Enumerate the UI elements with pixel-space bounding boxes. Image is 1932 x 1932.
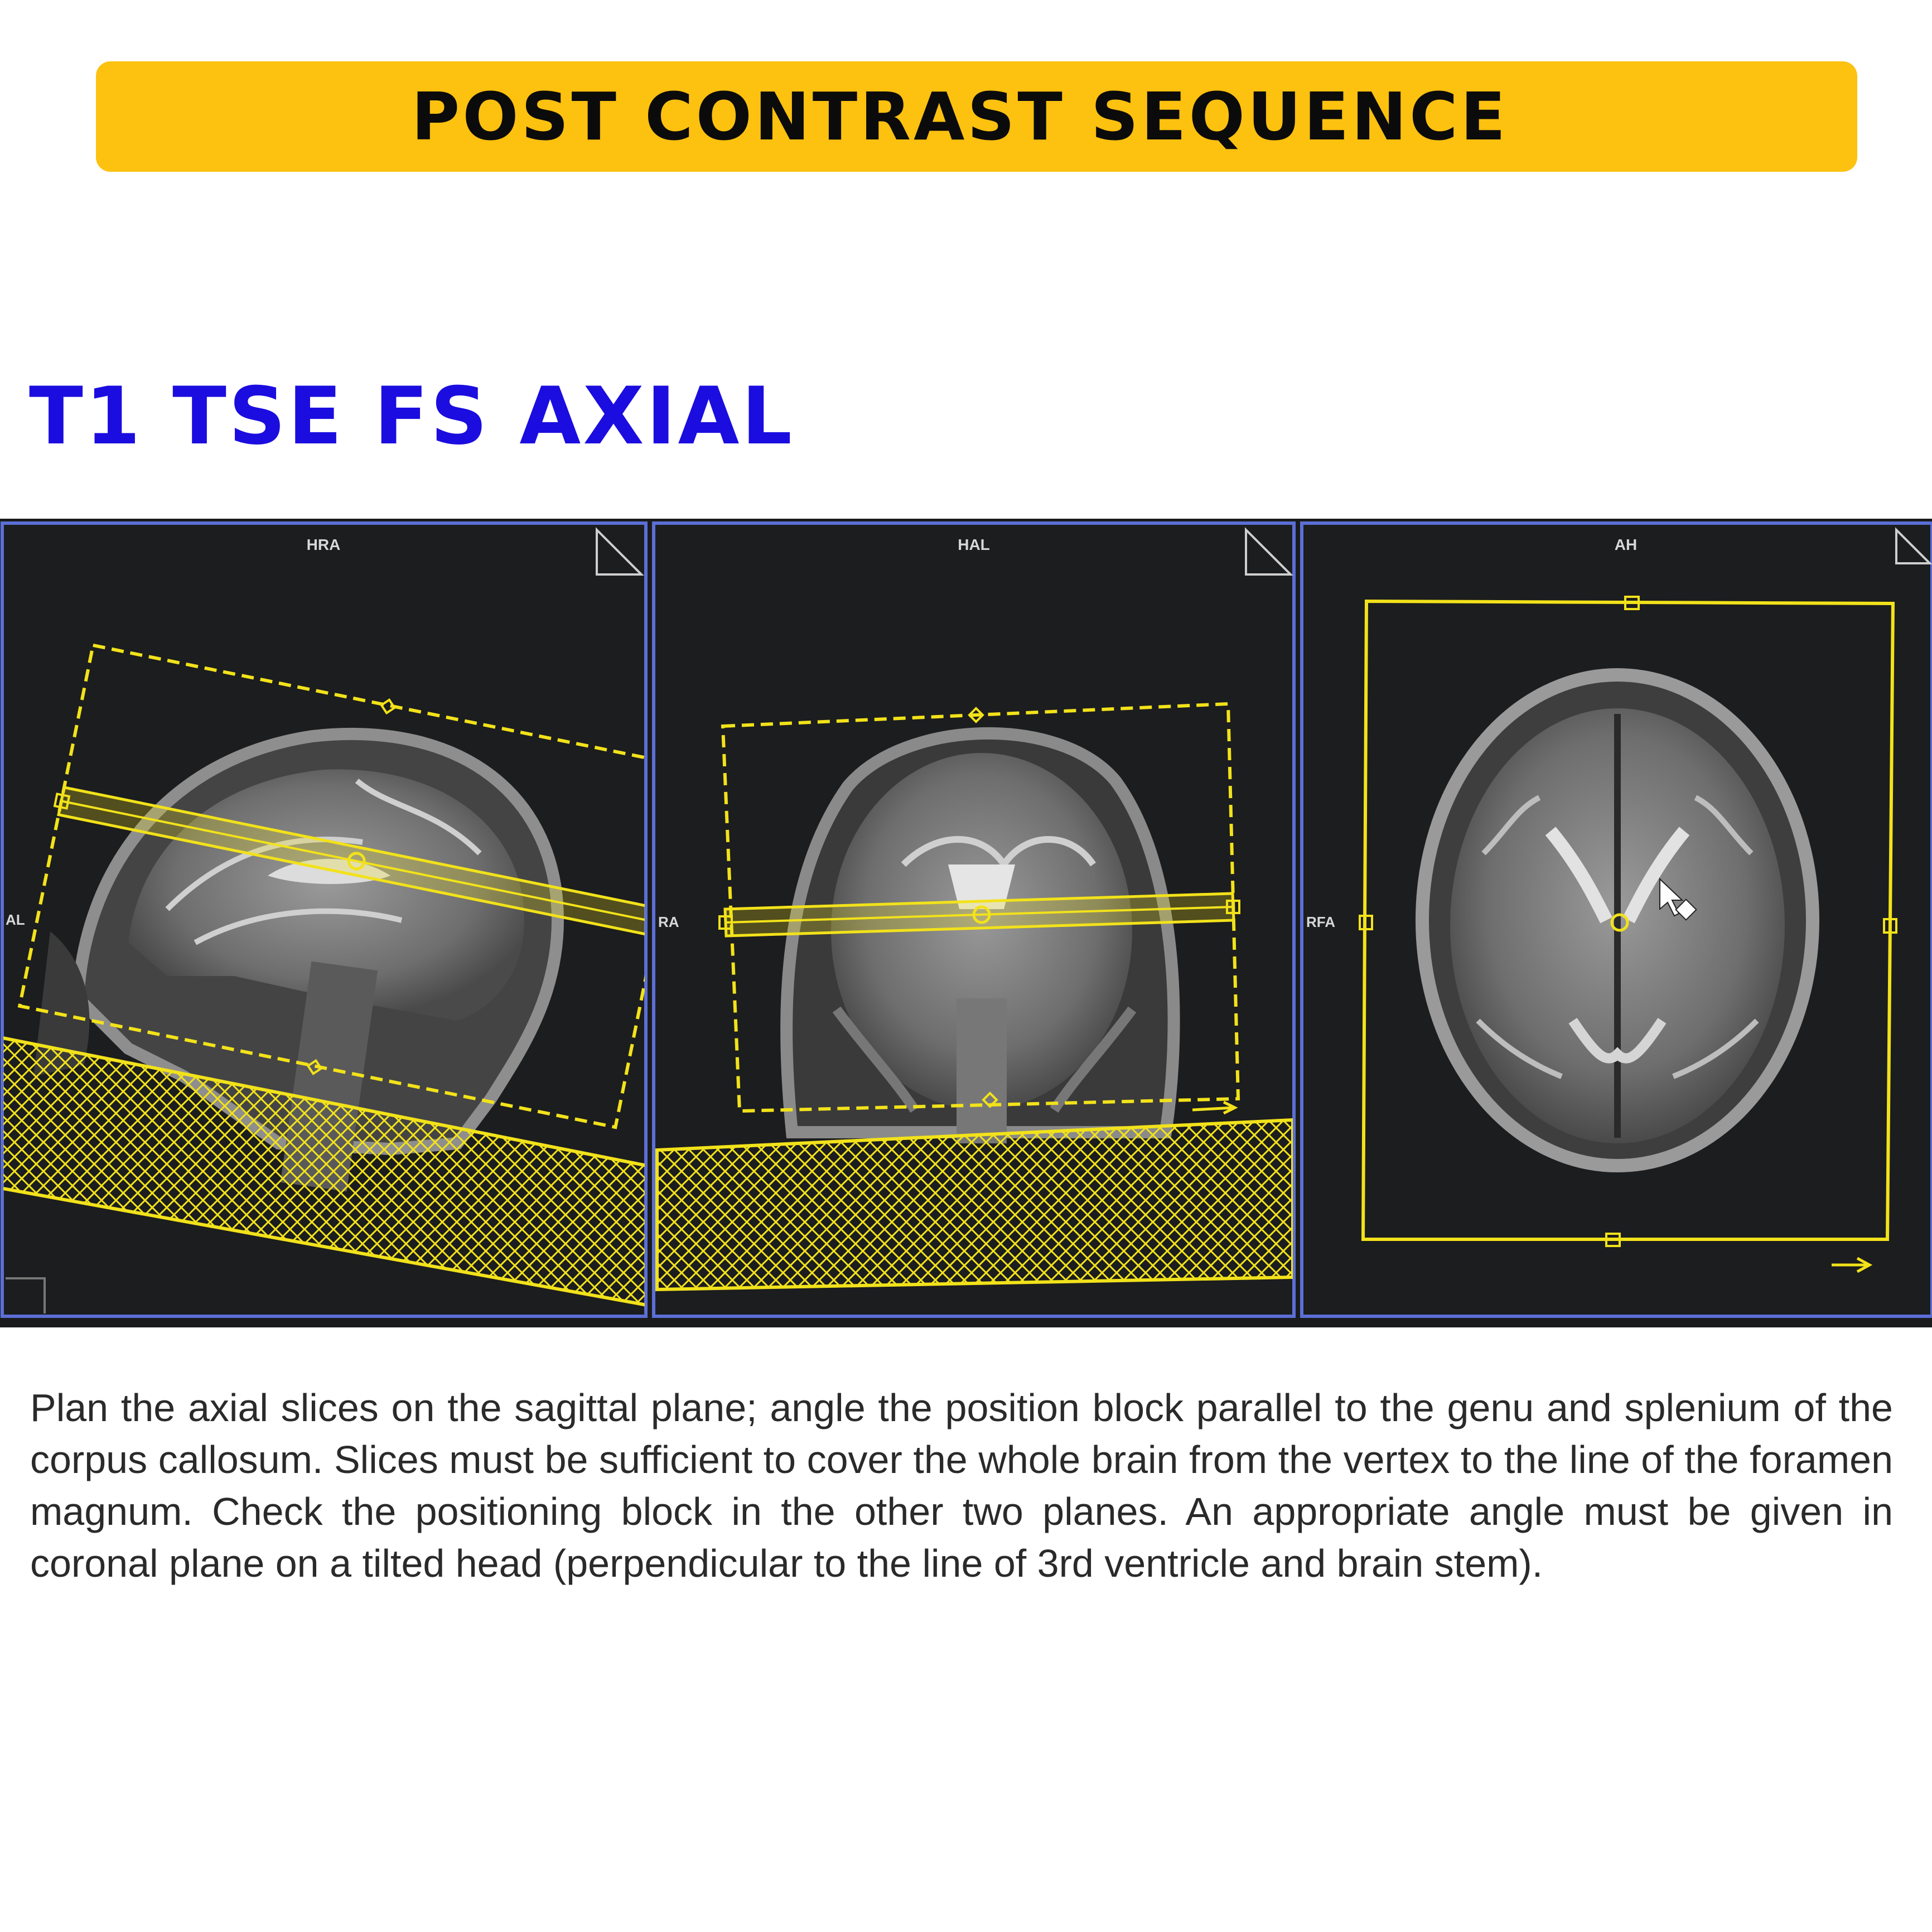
viewport-coronal[interactable]: HAL RA (652, 521, 1296, 1318)
sequence-title: T1 TSE FS AXIAL (29, 370, 794, 462)
mouse-cursor-icon (1659, 877, 1684, 917)
planning-instructions: Plan the axial slices on the sagittal pl… (30, 1386, 1893, 1585)
coronal-side-label: RA (658, 914, 679, 930)
sagittal-position-block[interactable] (13, 639, 697, 1136)
viewport-sagittal[interactable]: HRA AL (0, 521, 697, 1318)
banner-title: POST CONTRAST SEQUENCE (411, 78, 1509, 155)
sagittal-top-label: HRA (307, 536, 341, 553)
mri-planning-screenshot: HRA AL HAL RA (0, 519, 1932, 1327)
axial-position-block[interactable] (1359, 596, 1897, 1273)
sagittal-sat-band (3, 1036, 645, 1307)
sagittal-side-label: AL (6, 911, 25, 928)
axial-top-label: AH (1615, 536, 1637, 553)
coronal-position-block[interactable] (718, 702, 1240, 1113)
axial-side-label: RFA (1306, 914, 1335, 930)
sagittal-brain (128, 769, 524, 1021)
coronal-top-label: HAL (958, 536, 990, 553)
coronal-sat-band (655, 1118, 1293, 1292)
title-banner: POST CONTRAST SEQUENCE (96, 61, 1857, 172)
viewport-axial[interactable]: AH RFA (1300, 521, 1932, 1318)
